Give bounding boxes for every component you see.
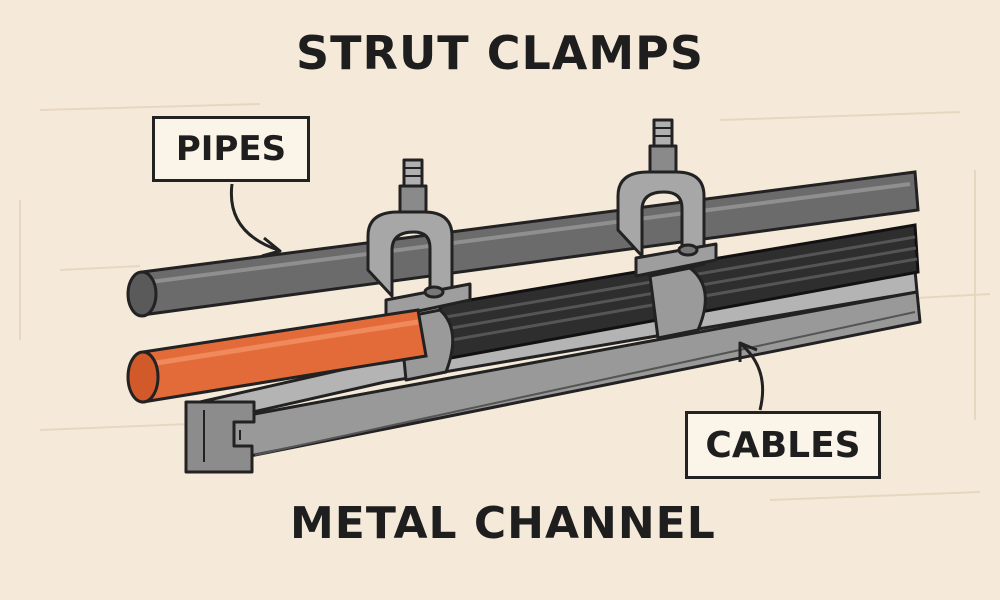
grey-pipe [126, 170, 920, 318]
cables-callout: CABLES [685, 411, 881, 479]
cables-label: CABLES [705, 424, 861, 466]
orange-pipe-end [126, 350, 160, 404]
clamp-right-bolt-head [648, 144, 678, 174]
strut-clamp-left [366, 158, 472, 382]
callout-arrows [229, 183, 765, 411]
orange-pipe [126, 308, 428, 404]
pipes-arrow [229, 183, 279, 252]
clamp-right-bolt-thread [652, 118, 674, 148]
pipes-callout: PIPES [152, 116, 310, 182]
clamp-left-bolt-head [398, 184, 428, 214]
strut-clamp-right [616, 118, 718, 340]
cables-arrow [740, 343, 765, 411]
metal-channel [184, 268, 922, 474]
clamp-left-bolt-thread [402, 158, 424, 188]
pipes-label: PIPES [175, 129, 287, 169]
diagram-title: STRUT CLAMPS [296, 26, 704, 80]
metal-channel-label: METAL CHANNEL [290, 498, 716, 549]
grey-pipe-end [126, 270, 158, 318]
